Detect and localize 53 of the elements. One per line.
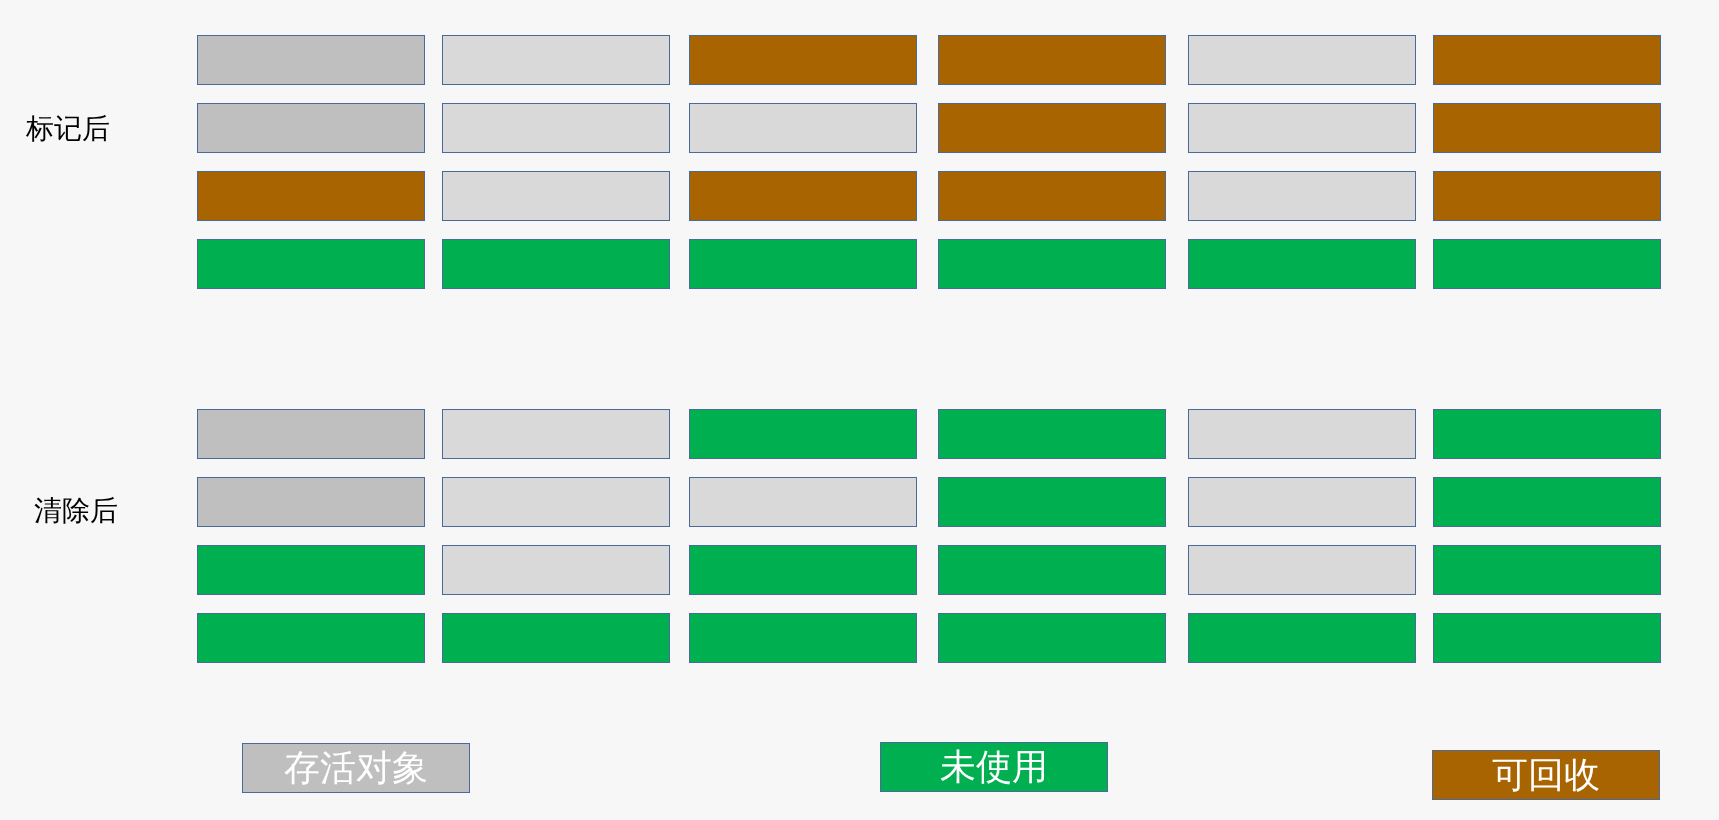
memory-block	[197, 409, 425, 459]
memory-block	[1188, 613, 1416, 663]
memory-block	[689, 239, 917, 289]
memory-block	[442, 613, 670, 663]
row-group-label: 标记后	[26, 111, 110, 147]
memory-block	[1188, 545, 1416, 595]
memory-block	[442, 477, 670, 527]
memory-block	[689, 409, 917, 459]
memory-block	[1433, 171, 1661, 221]
memory-block	[197, 103, 425, 153]
memory-block	[938, 35, 1166, 85]
row-group-label: 清除后	[34, 493, 118, 529]
memory-block	[1188, 171, 1416, 221]
memory-block	[938, 477, 1166, 527]
memory-block	[938, 239, 1166, 289]
memory-block	[442, 103, 670, 153]
memory-block	[1188, 35, 1416, 85]
memory-block	[1433, 35, 1661, 85]
memory-block	[1188, 103, 1416, 153]
memory-block	[689, 35, 917, 85]
legend-label: 未使用	[940, 744, 1048, 789]
memory-block	[1433, 613, 1661, 663]
memory-block	[689, 171, 917, 221]
memory-block	[1433, 103, 1661, 153]
memory-block	[1433, 545, 1661, 595]
memory-block	[938, 103, 1166, 153]
memory-block	[1188, 239, 1416, 289]
memory-block	[938, 613, 1166, 663]
memory-block	[1433, 239, 1661, 289]
memory-block	[197, 171, 425, 221]
memory-block	[938, 409, 1166, 459]
memory-block	[442, 35, 670, 85]
memory-block	[197, 477, 425, 527]
memory-block	[197, 35, 425, 85]
memory-block	[689, 545, 917, 595]
memory-block	[442, 171, 670, 221]
memory-block	[689, 103, 917, 153]
memory-block	[1188, 477, 1416, 527]
memory-block	[442, 239, 670, 289]
memory-block	[1188, 409, 1416, 459]
memory-block	[938, 545, 1166, 595]
memory-block	[442, 409, 670, 459]
memory-block	[1433, 409, 1661, 459]
legend-label: 存活对象	[284, 745, 428, 790]
memory-block	[689, 613, 917, 663]
memory-block	[197, 239, 425, 289]
memory-block	[689, 477, 917, 527]
memory-block	[1433, 477, 1661, 527]
memory-block	[442, 545, 670, 595]
memory-block	[197, 545, 425, 595]
memory-block	[197, 613, 425, 663]
memory-block	[938, 171, 1166, 221]
legend-label: 可回收	[1492, 752, 1600, 797]
